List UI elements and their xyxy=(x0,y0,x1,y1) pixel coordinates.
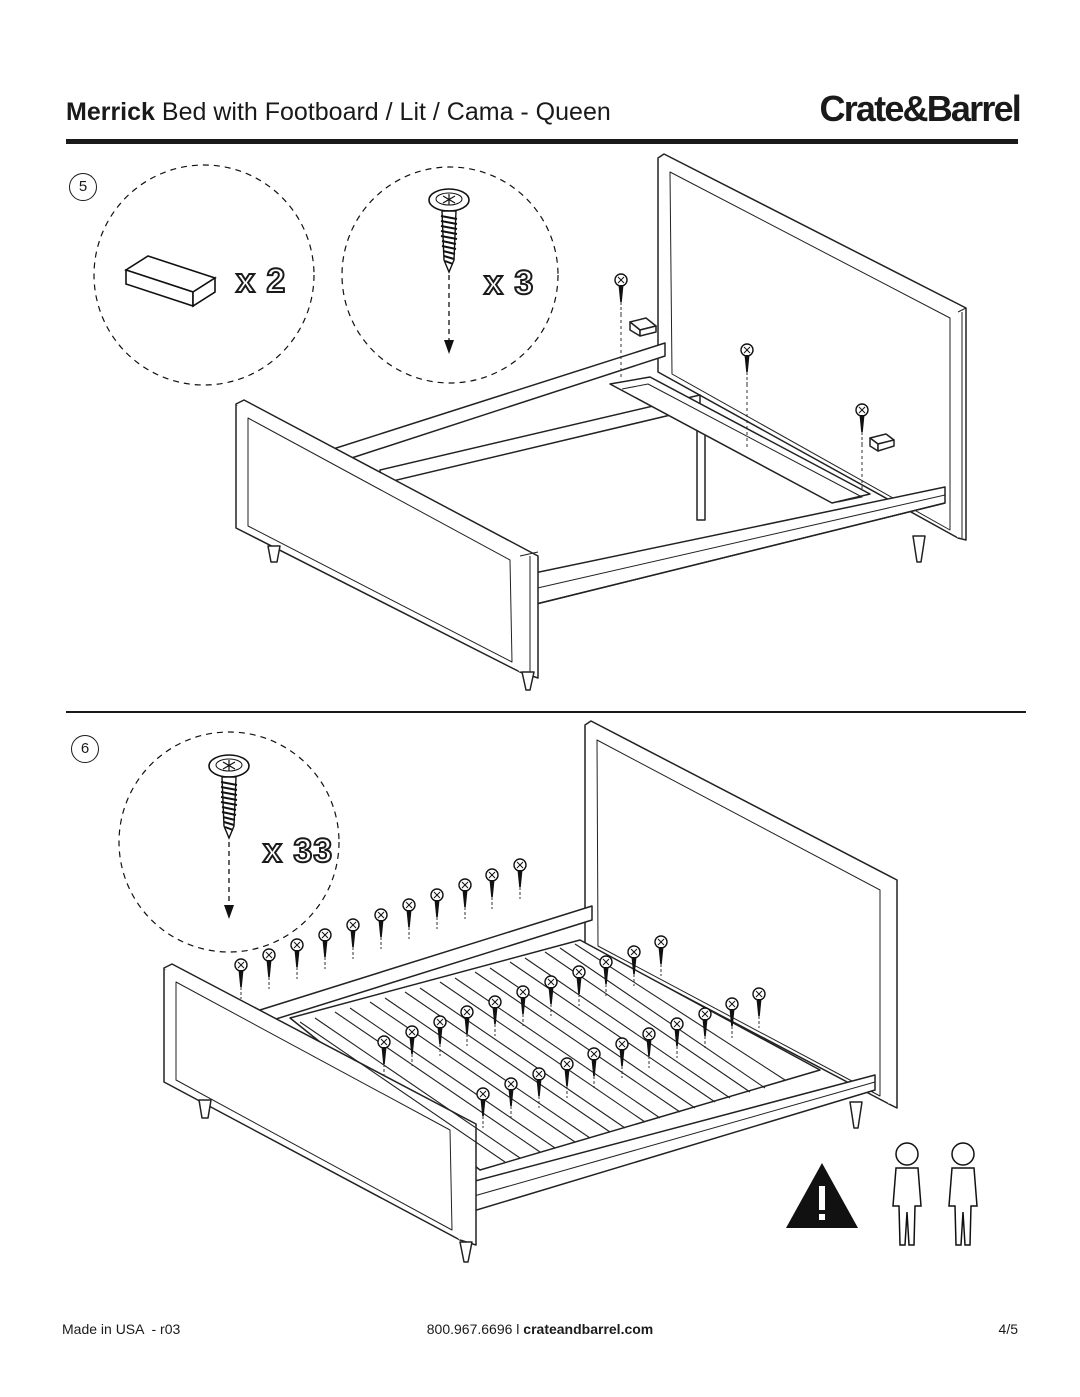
header-rule xyxy=(66,139,1018,144)
two-person-icon xyxy=(892,1142,978,1246)
wood-block-quantity: x 2 xyxy=(235,261,287,301)
document-title: Merrick Bed with Footboard / Lit / Cama … xyxy=(66,98,611,127)
step5-screws xyxy=(614,273,869,490)
footer-website: crateandbarrel.com xyxy=(523,1321,654,1337)
step-divider xyxy=(66,711,1026,713)
wood-block-icon xyxy=(124,255,217,308)
page-number: 4/5 xyxy=(998,1321,1018,1337)
step6-parts-bubble xyxy=(118,731,340,953)
screw-icon xyxy=(208,754,250,919)
footer-phone: 800.967.6696 xyxy=(426,1321,513,1337)
brand-logo: Crate&Barrel xyxy=(819,88,1022,129)
product-description: Bed with Footboard / Lit / Cama - Queen xyxy=(161,98,611,126)
footer-origin: Made in USA - r03 xyxy=(62,1321,181,1337)
step5-parts-bubbles xyxy=(93,164,559,386)
product-name: Merrick xyxy=(66,98,155,126)
step6-bed-drawing xyxy=(163,720,898,1263)
warning-triangle-icon xyxy=(786,1163,858,1228)
screw-quantity-step5: x 3 xyxy=(483,263,535,303)
step-6-number: 6 xyxy=(71,735,99,763)
screw-quantity-step6: x 33 xyxy=(262,831,334,871)
screw-icon xyxy=(428,188,470,354)
step-5-number: 5 xyxy=(69,173,97,201)
step5-bed-drawing xyxy=(235,153,967,691)
footer-separator: l xyxy=(516,1321,520,1337)
footer-contact: 800.967.6696 l crateandbarrel.com xyxy=(0,1321,1080,1337)
